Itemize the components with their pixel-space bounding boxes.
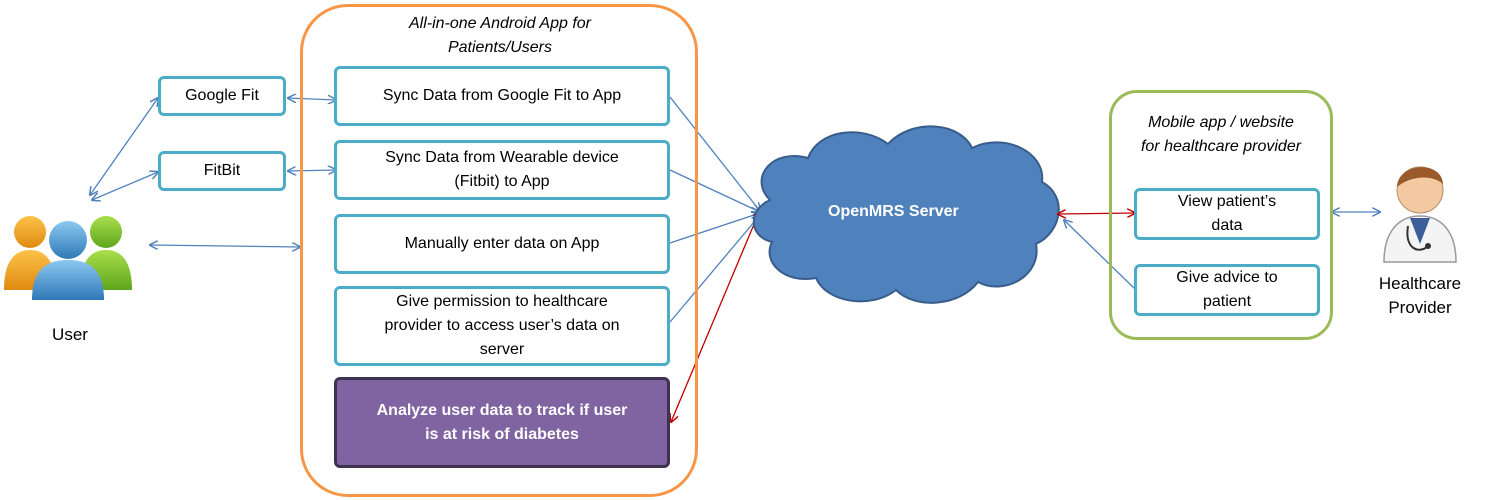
google-fit-box: Google Fit (158, 76, 286, 116)
healthcare-provider-label-line2: Provider (1388, 298, 1452, 317)
view-patient-data-label-line1: View patient’s (1177, 193, 1277, 210)
give-advice-label-line1: Give advice to (1176, 269, 1278, 286)
view-patient-data-label-line2: data (1211, 217, 1243, 234)
fitbit-label: FitBit (203, 162, 241, 179)
users-icon (4, 216, 132, 300)
connector-syncgoogle-server (669, 96, 760, 211)
healthcare-provider-label: Healthcare Provider (1370, 272, 1470, 320)
server-cloud-shape (752, 125, 1060, 304)
sync-google-fit-label: Sync Data from Google Fit to App (382, 87, 622, 104)
connector-fitbit-sync (288, 170, 336, 171)
analyze-risk-label-line1: Analyze user data to track if user (376, 401, 628, 419)
connector-googlefit-sync (288, 98, 336, 100)
android-app-title-line2: Patients/Users (447, 39, 553, 56)
openmrs-server-label: OpenMRS Server (828, 203, 959, 220)
analyze-risk-label-line2: is at risk of diabetes (425, 425, 579, 443)
android-app-container (300, 4, 698, 497)
android-app-title: All-in-one Android App for Patients/User… (306, 12, 694, 60)
connector-server-analyze (671, 210, 760, 422)
sync-wearable-label-line2: (Fitbit) to App (454, 173, 550, 190)
provider-app-title-line2: for healthcare provider (1140, 138, 1302, 155)
connector-advice-server (1064, 220, 1136, 290)
google-fit-label: Google Fit (185, 87, 259, 104)
give-advice-box: Give advice to patient (1134, 264, 1320, 316)
manual-entry-box: Manually enter data on App (334, 214, 670, 274)
sync-wearable-box: Sync Data from Wearable device (Fitbit) … (334, 140, 670, 200)
permission-label-line2: provider to access user’s data on (384, 317, 620, 334)
provider-app-container (1109, 90, 1333, 340)
permission-label-line3: server (479, 341, 525, 358)
connector-server-view (1058, 213, 1135, 214)
connector-syncwearable-server (669, 169, 760, 212)
android-app-title-line1: All-in-one Android App for (408, 15, 592, 32)
provider-app-title-line1: Mobile app / website (1148, 114, 1294, 131)
sync-google-fit-box: Sync Data from Google Fit to App (334, 66, 670, 126)
connector-user-app (150, 245, 300, 247)
permission-box: Give permission to healthcare provider t… (334, 286, 670, 366)
give-advice-label-line2: patient (1202, 293, 1252, 310)
permission-label-line1: Give permission to healthcare (396, 293, 608, 310)
doctor-icon (1383, 166, 1457, 263)
analyze-risk-box: Analyze user data to track if user is at… (334, 377, 670, 468)
provider-app-title: Mobile app / website for healthcare prov… (1112, 111, 1330, 159)
user-label: User (52, 325, 88, 344)
healthcare-provider-label-line1: Healthcare (1378, 274, 1462, 293)
connector-user-fitbit (92, 172, 158, 200)
manual-entry-label: Manually enter data on App (404, 235, 600, 252)
fitbit-box: FitBit (158, 151, 286, 191)
view-patient-data-box: View patient’s data (1134, 188, 1320, 240)
connector-user-googlefit (90, 98, 158, 195)
sync-wearable-label-line1: Sync Data from Wearable device (385, 149, 619, 166)
